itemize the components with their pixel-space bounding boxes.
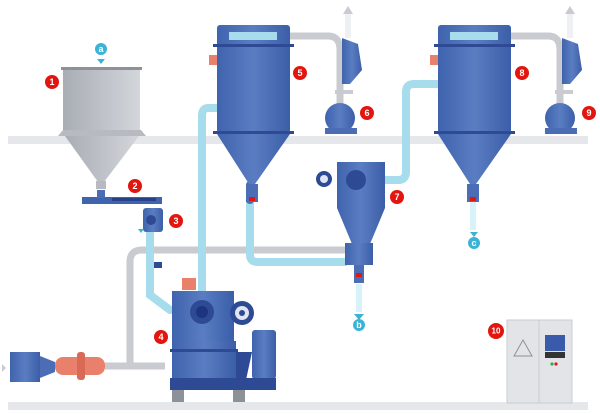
badge-a: a <box>95 43 107 55</box>
badge-a-label: a <box>98 44 104 54</box>
badge-9-label: 9 <box>586 108 591 118</box>
floor <box>8 402 588 410</box>
badge-1-label: 1 <box>49 77 54 87</box>
letter-badges: a b c <box>95 43 480 331</box>
badge-b: b <box>353 319 365 331</box>
high-voltage-icon <box>513 338 533 357</box>
number-badges: 1 2 3 4 5 6 7 8 9 10 <box>45 66 596 344</box>
product-pipes <box>146 80 442 316</box>
screw-feeder <box>82 190 162 204</box>
rotary-valve <box>138 208 163 233</box>
air-pipes <box>105 32 564 370</box>
exhaust-fan-2 <box>545 6 582 134</box>
badge-c: c <box>468 237 480 249</box>
badge-10-label: 10 <box>492 327 501 336</box>
badge-5-label: 5 <box>297 68 302 78</box>
badge-2-label: 2 <box>132 181 137 191</box>
badge-3-label: 3 <box>173 216 178 226</box>
badge-4-label: 4 <box>158 332 163 342</box>
badge-b-label: b <box>356 320 362 330</box>
badge-c-label: c <box>471 238 476 248</box>
feed-hopper <box>58 67 146 189</box>
air-inlet-silencer <box>2 352 105 382</box>
exhaust-fan-1 <box>325 6 362 134</box>
badge-6-label: 6 <box>364 108 369 118</box>
mill <box>170 278 276 402</box>
badge-7-label: 7 <box>394 192 399 202</box>
bag-filter-2 <box>430 25 515 237</box>
upper-platform <box>8 136 588 144</box>
bag-filter-1 <box>209 25 294 202</box>
badge-8-label: 8 <box>519 68 524 78</box>
control-cabinet[interactable] <box>506 319 573 404</box>
classifier <box>154 162 385 320</box>
control-screen[interactable] <box>545 335 565 351</box>
